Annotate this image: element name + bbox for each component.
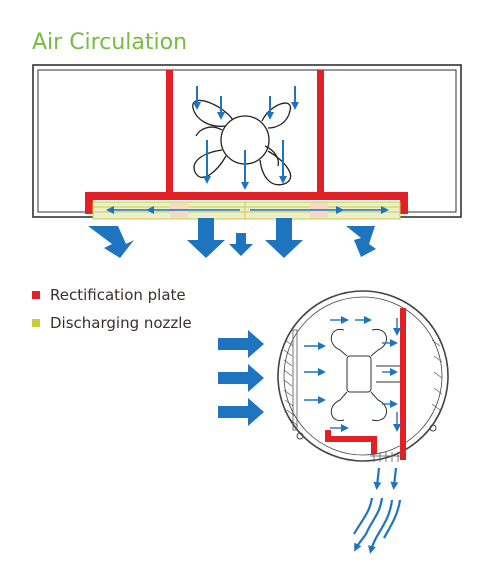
cabinet-inner-outline <box>37 69 457 213</box>
legend-label: Rectification plate <box>50 286 186 304</box>
outlet-arrows <box>353 467 402 554</box>
rectification-plate <box>85 70 408 214</box>
legend-swatch-discharging-nozzle <box>32 319 40 327</box>
legend-label: Discharging nozzle <box>50 314 192 332</box>
page-title: Air Circulation <box>32 30 188 55</box>
airflow-arrow-icon <box>88 218 376 258</box>
cabinet-wall <box>283 339 443 427</box>
fan-icon <box>330 328 400 422</box>
legend-item-rectification-plate: Rectification plate <box>32 286 186 304</box>
rectification-plate <box>325 308 406 460</box>
outlet-grille <box>370 452 406 462</box>
detail-view-diagram <box>218 290 449 554</box>
fan-airflow-arrows <box>193 86 299 190</box>
inlet-arrows <box>218 330 264 426</box>
detail-airflow-arrows <box>304 316 401 432</box>
legend-item-discharging-nozzle: Discharging nozzle <box>32 314 192 332</box>
detail-magnifier <box>277 290 449 462</box>
legend-swatch-rectification-plate <box>32 291 40 299</box>
top-view-diagram <box>32 64 462 258</box>
